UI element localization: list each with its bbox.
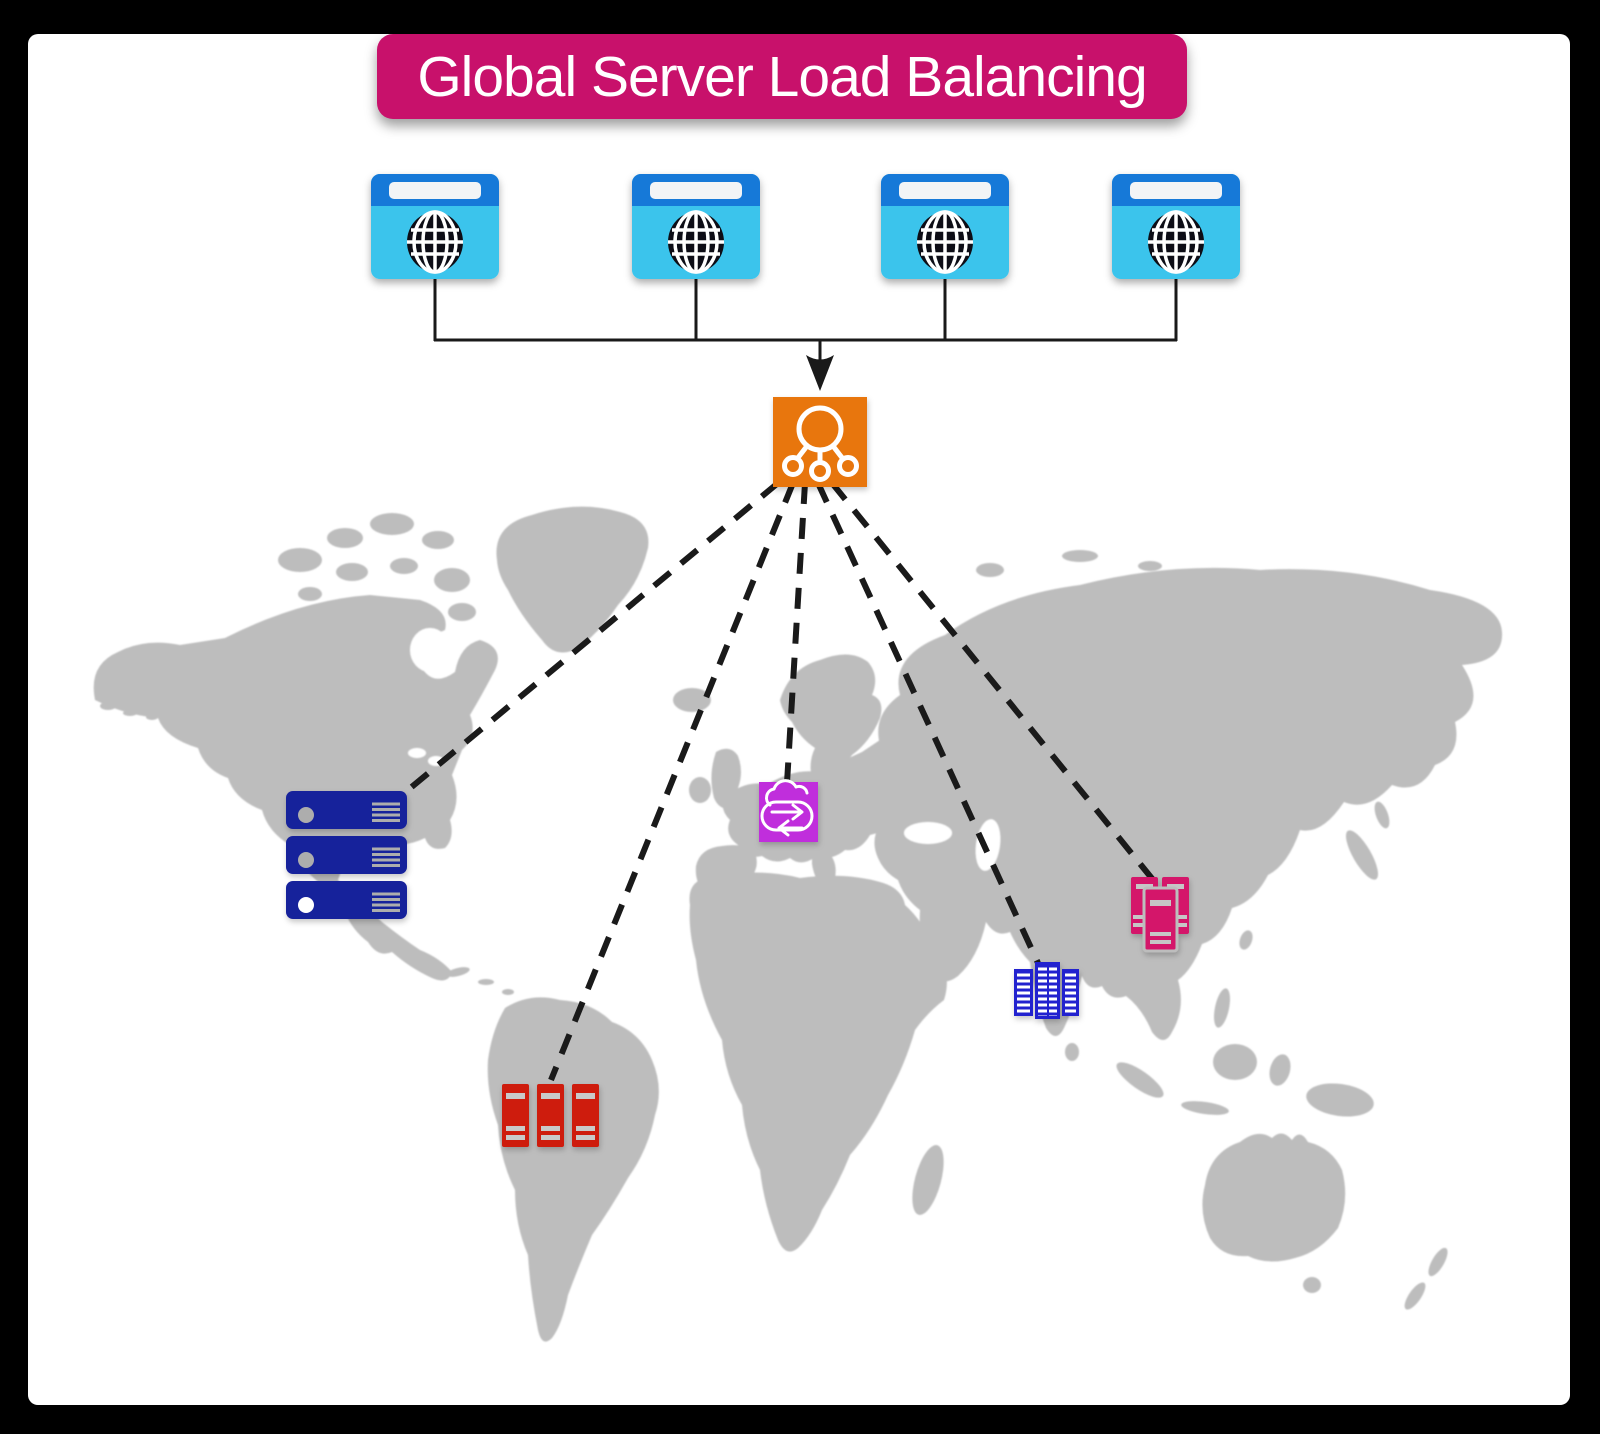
japan bbox=[1345, 830, 1379, 880]
continent-asia bbox=[874, 567, 1503, 1040]
continent-africa bbox=[689, 872, 947, 1252]
continent-australia bbox=[1202, 1133, 1346, 1262]
server-unit bbox=[286, 836, 407, 874]
madagascar bbox=[912, 1145, 944, 1215]
dashed-link-europe bbox=[784, 482, 808, 784]
server-rack bbox=[1035, 962, 1060, 1019]
client-browser-icon bbox=[879, 172, 1011, 281]
server-tower bbox=[537, 1084, 564, 1147]
client-browser-icon bbox=[369, 172, 501, 281]
server-rack bbox=[1014, 969, 1033, 1016]
arrow-down-icon bbox=[806, 355, 834, 391]
server-racks-icon bbox=[1014, 962, 1079, 1019]
server-tower-front bbox=[1142, 886, 1179, 953]
scandinavia bbox=[780, 654, 882, 789]
new-guinea bbox=[1306, 1083, 1374, 1117]
server-group-icon bbox=[1131, 877, 1189, 953]
load-balancer-icon bbox=[773, 397, 867, 487]
server-unit bbox=[286, 881, 407, 919]
greenland bbox=[496, 506, 649, 653]
diagram-title: Global Server Load Balancing bbox=[417, 44, 1147, 109]
region-dashed-links bbox=[406, 480, 1161, 1082]
new-zealand bbox=[1428, 1247, 1448, 1277]
dashed-link-north-america bbox=[406, 480, 780, 793]
server-tower bbox=[502, 1084, 529, 1147]
iceland bbox=[673, 688, 711, 712]
dashed-link-east-asia bbox=[829, 481, 1161, 888]
diagram-title-banner: Global Server Load Balancing bbox=[377, 34, 1187, 119]
continent-north-america bbox=[93, 595, 498, 981]
arctic-islands bbox=[278, 513, 476, 621]
borneo bbox=[1213, 1044, 1257, 1080]
client-connector-lines bbox=[433, 279, 1178, 391]
continent-south-america bbox=[487, 997, 659, 1342]
server-stack-icon bbox=[286, 791, 407, 919]
server-unit bbox=[286, 791, 407, 829]
client-browser-icon bbox=[1110, 172, 1242, 281]
client-browser-icon bbox=[630, 172, 762, 281]
philippines bbox=[1213, 988, 1231, 1028]
dashed-link-south-asia bbox=[815, 481, 1041, 965]
server-rack bbox=[1062, 969, 1079, 1016]
dashed-link-south-america bbox=[548, 481, 796, 1082]
server-towers-icon bbox=[502, 1084, 599, 1147]
world-map bbox=[93, 506, 1503, 1342]
cloud-sync-icon bbox=[759, 779, 818, 842]
server-tower bbox=[572, 1084, 599, 1147]
